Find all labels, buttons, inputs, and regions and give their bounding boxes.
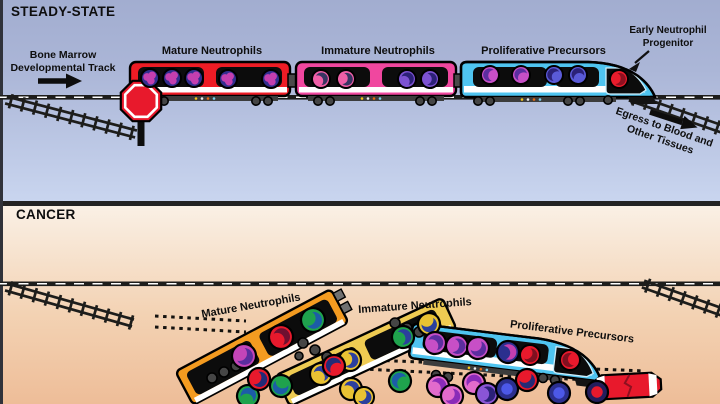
- track-bottom: [0, 281, 720, 287]
- panel-divider: [0, 201, 720, 206]
- cancer-title: CANCER: [16, 207, 76, 222]
- progenitor-line2: Progenitor: [642, 37, 694, 49]
- progenitor-pointer: [629, 50, 650, 72]
- steady-state-title: STEADY-STATE: [11, 4, 116, 19]
- progenitor-label: Early Neutrophil Progenitor: [603, 25, 720, 50]
- steady-mature-label: Mature Neutrophils: [161, 45, 263, 57]
- steady-proliferative-label: Proliferative Precursors: [481, 45, 606, 57]
- steady-immature-label: Immature Neutrophils: [321, 45, 435, 57]
- egress-arrow: [649, 109, 698, 130]
- branch-tracks: [4, 91, 720, 330]
- bone-marrow-track-label: Bone Marrow Developmental Track: [0, 49, 126, 75]
- bone-marrow-arrow: [38, 73, 82, 89]
- bone-marrow-track-line1: Bone Marrow: [29, 49, 97, 61]
- bone-marrow-track-line2: Developmental Track: [10, 62, 116, 75]
- progenitor-line1: Early Neutrophil: [629, 25, 707, 36]
- left-border: [0, 0, 3, 404]
- cells-layer: [140, 65, 629, 404]
